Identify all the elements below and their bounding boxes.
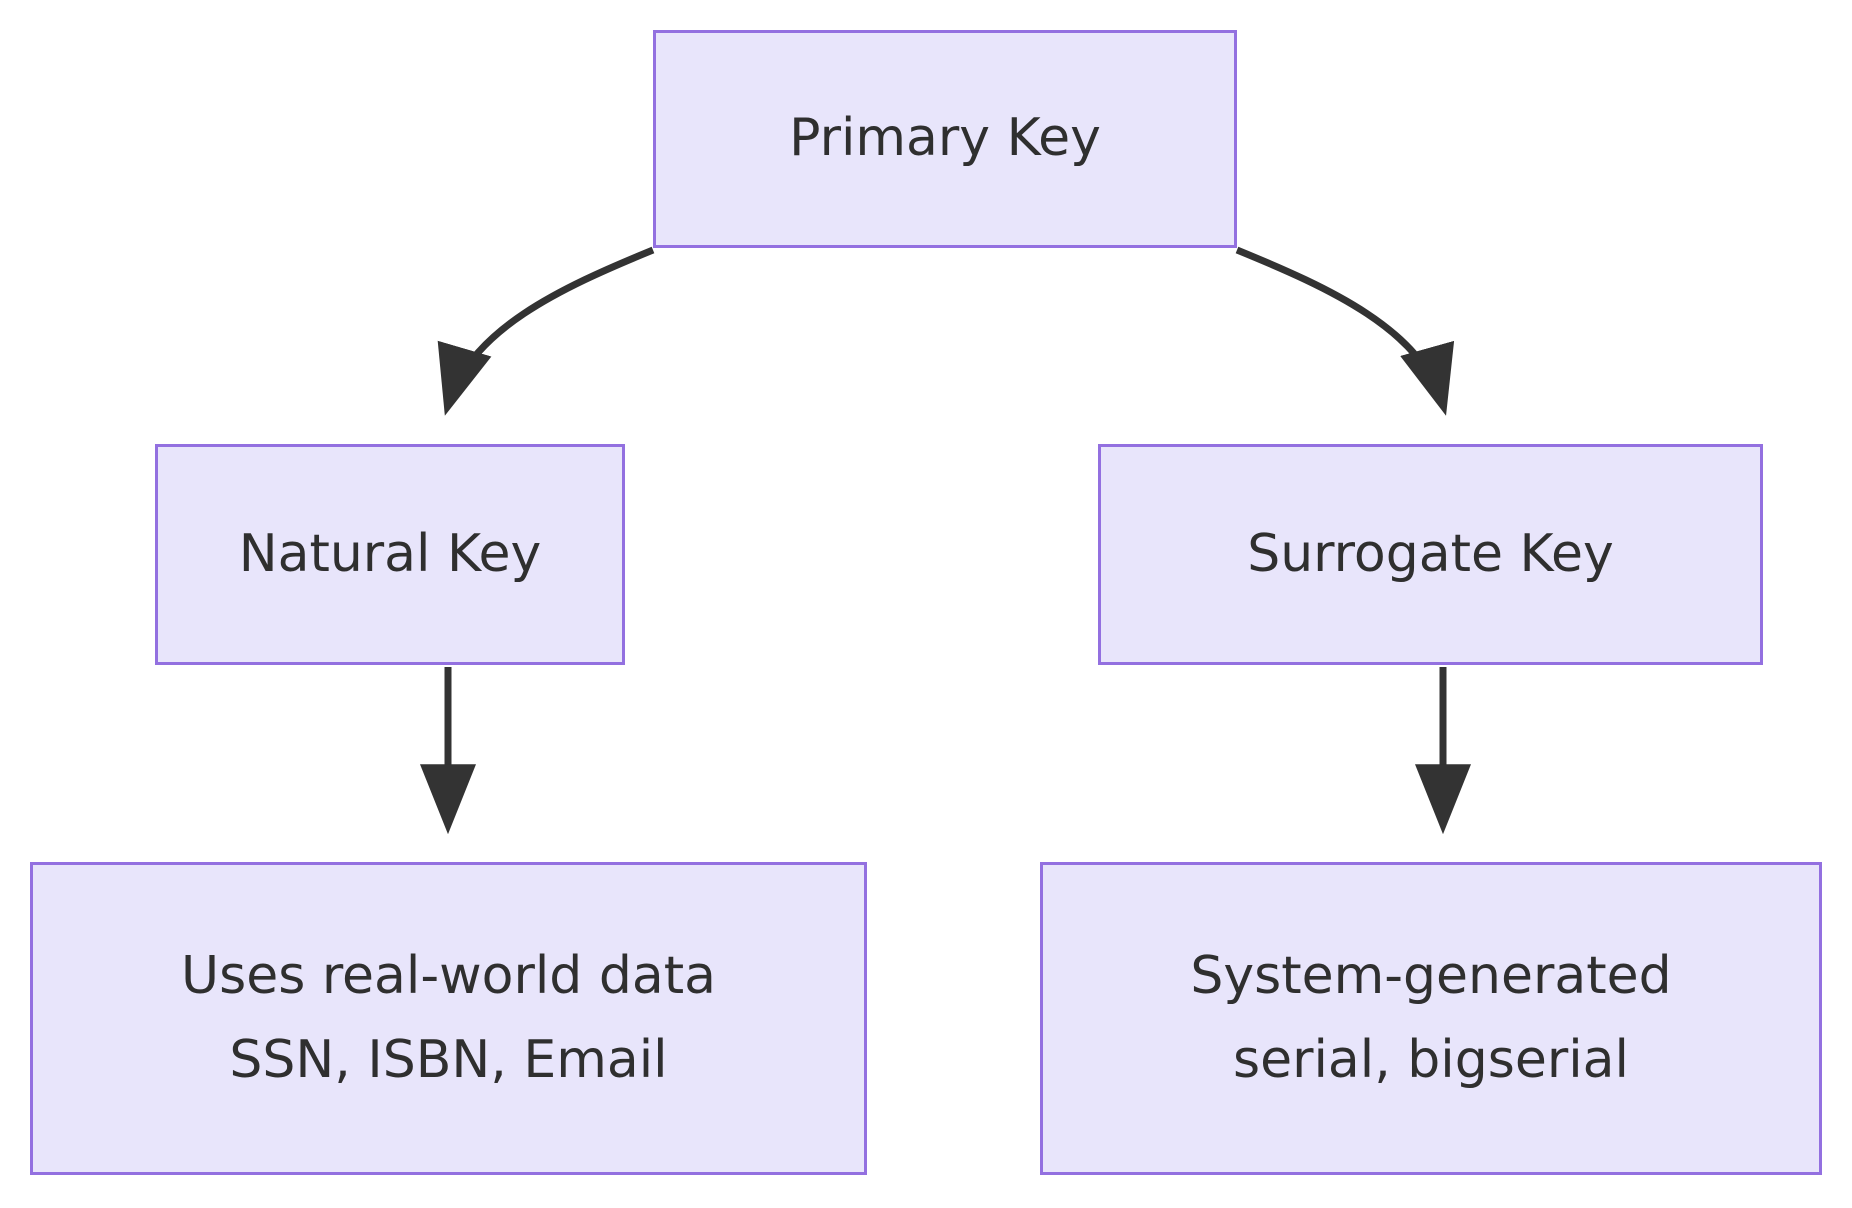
node-natural-key-detail-line-1: Uses real-world data — [181, 945, 716, 1006]
node-surrogate-key-detail-line-1: System-generated — [1190, 945, 1672, 1006]
node-natural-key-label: Natural Key — [238, 523, 542, 584]
node-natural-key-detail[interactable]: Uses real-world data SSN, ISBN, Email — [30, 862, 867, 1175]
node-primary-key[interactable]: Primary Key — [653, 30, 1237, 248]
node-surrogate-key-detail[interactable]: System-generated serial, bigserial — [1040, 862, 1822, 1175]
node-surrogate-key-label: Surrogate Key — [1247, 523, 1614, 584]
node-natural-key[interactable]: Natural Key — [155, 444, 625, 665]
edge-primary-to-surrogate — [1235, 246, 1455, 416]
node-natural-key-detail-line-2: SSN, ISBN, Email — [229, 1029, 668, 1090]
node-surrogate-key[interactable]: Surrogate Key — [1098, 444, 1763, 665]
edge-primary-to-natural — [437, 246, 655, 416]
node-surrogate-key-detail-line-2: serial, bigserial — [1233, 1029, 1629, 1090]
node-primary-key-label: Primary Key — [789, 108, 1101, 169]
